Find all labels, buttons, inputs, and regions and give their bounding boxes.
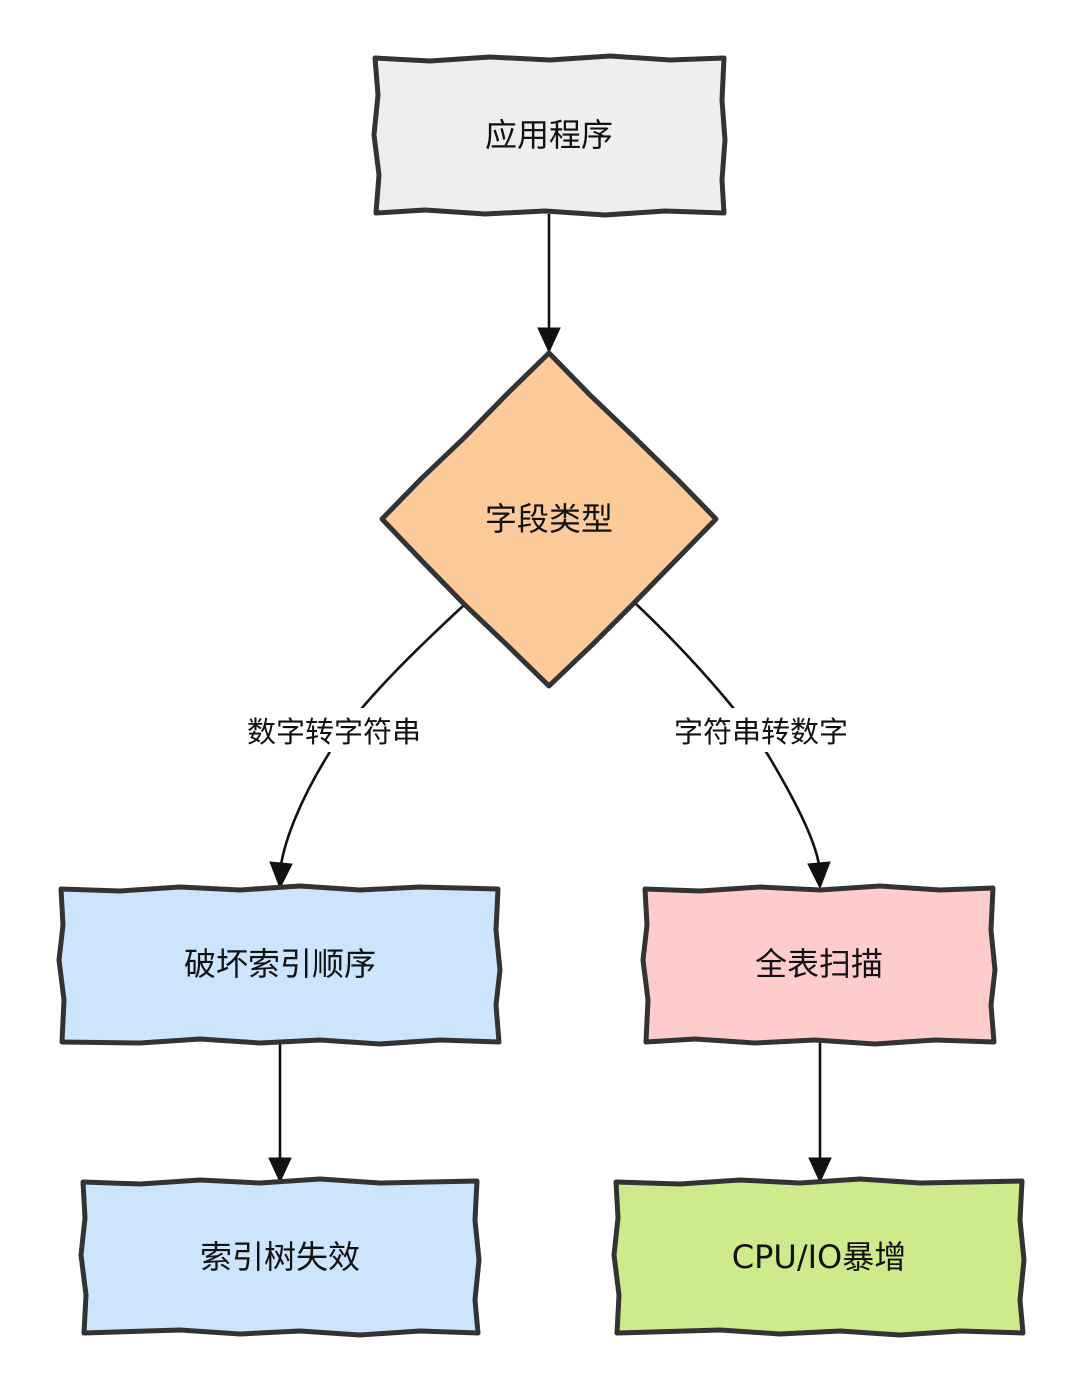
node-full-scan: 全表扫描 [640, 883, 998, 1047]
node-full-scan-box [640, 883, 998, 1047]
node-index-invalid-box [78, 1176, 482, 1338]
node-break-order-label: 破坏索引顺序 [184, 945, 376, 983]
node-break-order: 破坏索引顺序 [56, 883, 503, 1047]
arrowhead-cpu-io [808, 1157, 832, 1184]
node-field-type-diamond [379, 350, 719, 689]
arrowhead-full-scan [807, 861, 831, 890]
edges [268, 214, 832, 1184]
node-cpu-io-label: CPU/IO暴增 [732, 1238, 906, 1276]
node-index-invalid: 索引树失效 [78, 1176, 482, 1338]
edge-label-left-group: 数字转字符串 [238, 708, 430, 752]
node-cpu-io: CPU/IO暴增 [611, 1176, 1027, 1338]
arrowhead-index-invalid [268, 1157, 292, 1184]
node-field-type: 字段类型 [379, 350, 719, 689]
node-break-order-box [56, 883, 503, 1047]
node-app: 应用程序 [371, 53, 728, 218]
edge-label-left: 数字转字符串 [247, 715, 421, 749]
edge-label-right-group: 字符串转数字 [665, 708, 857, 752]
node-app-label: 应用程序 [485, 116, 613, 154]
node-index-invalid-label: 索引树失效 [200, 1238, 360, 1276]
node-cpu-io-box [611, 1176, 1027, 1338]
node-field-type-label: 字段类型 [485, 500, 613, 538]
arrowhead-break-order [269, 861, 293, 890]
edge-label-right: 字符串转数字 [674, 715, 848, 749]
node-app-box [371, 53, 728, 218]
node-full-scan-label: 全表扫描 [755, 945, 883, 983]
arrowhead-field-type [537, 327, 561, 354]
